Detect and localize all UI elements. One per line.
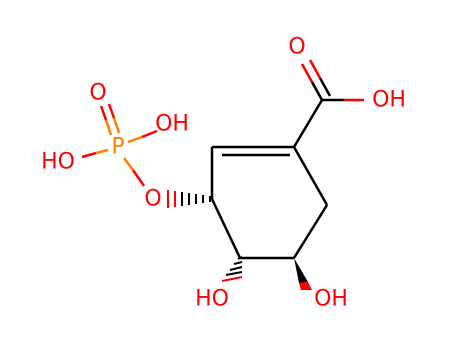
bond-cooh-o-red-2	[308, 59, 322, 79]
bond-c4-c5	[292, 204, 329, 259]
atom-label-c4-ho: HO	[195, 287, 229, 312]
atom-label-ester-o: O	[144, 187, 161, 212]
bond-cooh-o-red-1	[300, 63, 314, 83]
bond-p-o-red-1	[99, 105, 108, 121]
bond-p-ho-red	[81, 151, 97, 159]
carbon-bonds	[210, 77, 344, 260]
atom-label-c5-oh: OH	[314, 287, 348, 312]
bond-p-o-red-2	[107, 103, 116, 119]
bond-p-oh-orange	[127, 135, 143, 144]
hashed-wedge-c6-oh	[225, 256, 243, 276]
atom-label-phosphorus: P	[111, 135, 124, 160]
bond-c3-c4	[292, 146, 329, 206]
bond-c3-cooh	[292, 99, 324, 148]
atom-label-phosphate-o: O	[89, 81, 106, 106]
hashed-wedge-c6-oh-red	[221, 276, 243, 282]
solid-wedge-c5-oh	[294, 258, 308, 283]
bond-p-ho-orange	[95, 148, 109, 155]
hashed-wedge-c1-o	[181, 192, 211, 206]
bond-cooh-o-black-2	[318, 77, 332, 97]
atom-label-phosphate-ho: HO	[41, 150, 75, 175]
bond-o-p-red	[131, 169, 146, 187]
bond-cooh-o-black-1	[310, 81, 324, 101]
bond-p-oh-red	[141, 129, 158, 139]
hashed-wedge-c1-o-red	[167, 190, 176, 208]
solid-wedge-c5-oh-red	[299, 282, 312, 290]
atom-label-phosphate-oh: OH	[155, 112, 189, 137]
hetero-bonds	[81, 59, 364, 187]
atom-label-acid-oh: OH	[372, 88, 406, 113]
bond-p-o-orange-1	[104, 119, 113, 136]
bond-o-p-orange	[123, 157, 134, 171]
bond-c6-c1	[210, 198, 242, 259]
bond-p-o-orange-2	[112, 117, 121, 134]
atom-label-carbonyl-o: O	[288, 35, 305, 60]
